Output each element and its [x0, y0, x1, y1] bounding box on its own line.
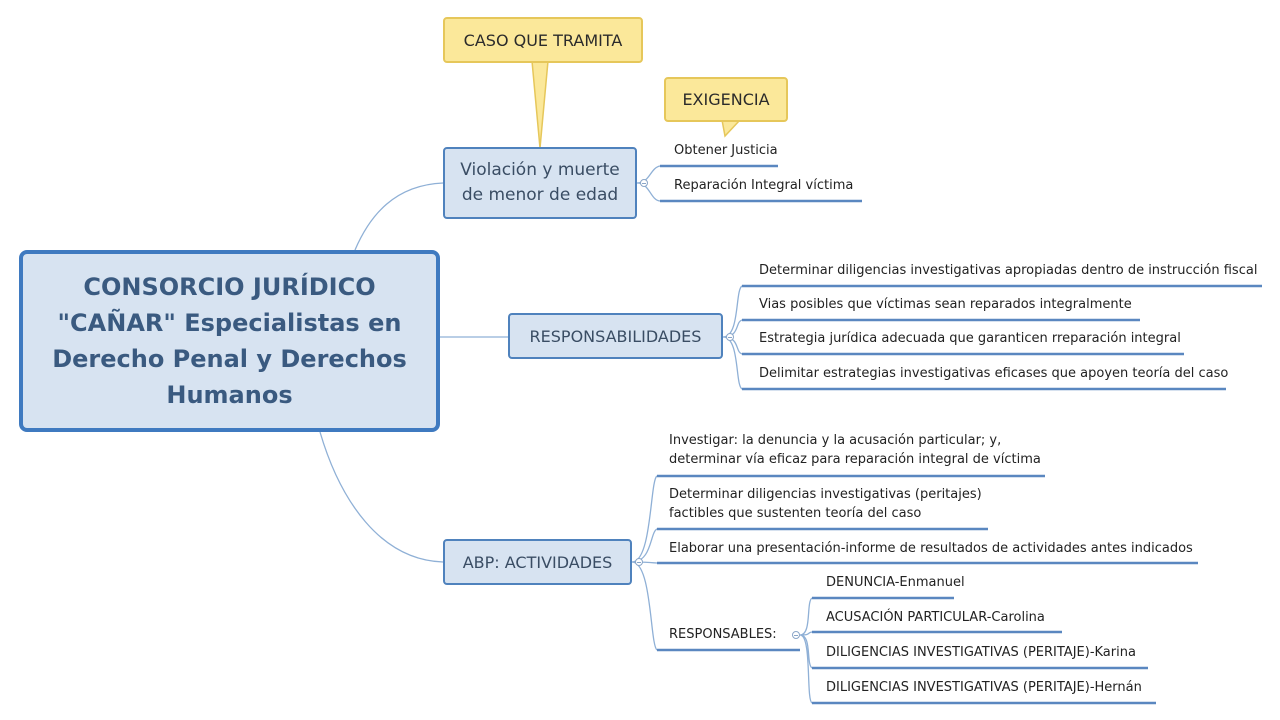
leaf-responsable-karina[interactable]: DILIGENCIAS INVESTIGATIVAS (PERITAJE)-Ka… — [826, 643, 1136, 662]
collapse-toggle-violacion[interactable] — [640, 179, 648, 187]
leaf-responsable-hernan[interactable]: DILIGENCIAS INVESTIGATIVAS (PERITAJE)-He… — [826, 678, 1142, 697]
leaf-text: DENUNCIA-Enmanuel — [826, 575, 965, 590]
leaf-text: Determinar diligencias investigativas ap… — [759, 263, 1258, 278]
leaf-resp-vias[interactable]: Vias posibles que víctimas sean reparado… — [759, 295, 1132, 314]
leaf-abp-responsables[interactable]: RESPONSABLES: — [669, 625, 777, 644]
leaf-reparacion-integral[interactable]: Reparación Integral víctima — [674, 176, 853, 195]
branch-abp-actividades[interactable]: ABP: ACTIVIDADES — [443, 539, 632, 585]
collapse-toggle-responsables[interactable] — [792, 631, 800, 639]
leaf-text: Estrategia jurídica adecuada que garanti… — [759, 331, 1181, 346]
leaf-responsable-denuncia[interactable]: DENUNCIA-Enmanuel — [826, 573, 965, 592]
central-topic[interactable]: CONSORCIO JURÍDICO "CAÑAR" Especialistas… — [19, 250, 440, 432]
leaf-resp-estrategia[interactable]: Estrategia jurídica adecuada que garanti… — [759, 329, 1181, 348]
callout-exigencia-text: EXIGENCIA — [682, 90, 770, 109]
callout-exigencia[interactable]: EXIGENCIA — [664, 77, 788, 122]
leaf-abp-diligencias[interactable]: Determinar diligencias investigativas (p… — [669, 485, 982, 523]
leaf-line-1: Investigar: la denuncia y la acusación p… — [669, 433, 1002, 448]
branch-responsabilidades[interactable]: RESPONSABILIDADES — [508, 313, 723, 359]
collapse-toggle-responsabilidades[interactable] — [726, 333, 734, 341]
central-topic-text: CONSORCIO JURÍDICO "CAÑAR" Especialistas… — [52, 273, 407, 409]
link-central-violacion — [354, 182, 444, 251]
callout-caso-text: CASO QUE TRAMITA — [463, 30, 623, 50]
leaf-obtener-justicia[interactable]: Obtener Justicia — [674, 141, 778, 160]
branch-violacion[interactable]: Violación y muerte de menor de edad — [443, 147, 637, 219]
leaf-abp-elaborar[interactable]: Elaborar una presentación-informe de res… — [669, 539, 1193, 558]
leaf-text: ACUSACIÓN PARTICULAR-Carolina — [826, 610, 1045, 625]
responsables-label: RESPONSABLES: — [669, 627, 777, 642]
leaf-text: DILIGENCIAS INVESTIGATIVAS (PERITAJE)-Ka… — [826, 645, 1136, 660]
link-abp-leaves — [631, 475, 658, 651]
leaf-resp-determinar[interactable]: Determinar diligencias investigativas ap… — [759, 261, 1257, 280]
leaf-text: Vias posibles que víctimas sean reparado… — [759, 297, 1132, 312]
leaf-text: Obtener Justicia — [674, 143, 778, 158]
leaf-line-1: Elaborar una presentación-informe de res… — [669, 541, 1193, 556]
collapse-toggle-abp[interactable] — [635, 558, 643, 566]
callout-caso-que-tramita[interactable]: CASO QUE TRAMITA — [443, 17, 643, 63]
leaf-line-1: Determinar diligencias investigativas (p… — [669, 487, 982, 502]
leaf-text: DILIGENCIAS INVESTIGATIVAS (PERITAJE)-He… — [826, 680, 1142, 695]
leaf-line-2: factibles que sustenten teoría del caso — [669, 506, 922, 521]
link-responsables-leaves — [799, 597, 813, 704]
link-resp-leaves — [722, 285, 743, 390]
link-central-abp — [319, 431, 444, 563]
leaf-abp-investigar[interactable]: Investigar: la denuncia y la acusación p… — [669, 431, 1041, 469]
leaf-line-2: determinar vía eficaz para reparación in… — [669, 452, 1041, 467]
leaf-text: Delimitar estrategias investigativas efi… — [759, 366, 1229, 381]
callout-caso-pointer — [531, 60, 549, 149]
leaf-text: Reparación Integral víctima — [674, 178, 854, 193]
leaf-responsable-acusacion[interactable]: ACUSACIÓN PARTICULAR-Carolina — [826, 608, 1045, 627]
branch-abp-title: ABP: ACTIVIDADES — [462, 552, 613, 572]
leaf-resp-delimitar[interactable]: Delimitar estrategias investigativas efi… — [759, 364, 1228, 383]
callout-exigencia-pointer — [721, 119, 742, 138]
branch-responsabilidades-title: RESPONSABILIDADES — [529, 326, 702, 346]
branch-violacion-title: Violación y muerte de menor de edad — [460, 160, 620, 205]
link-violacion-leaves — [636, 165, 661, 202]
